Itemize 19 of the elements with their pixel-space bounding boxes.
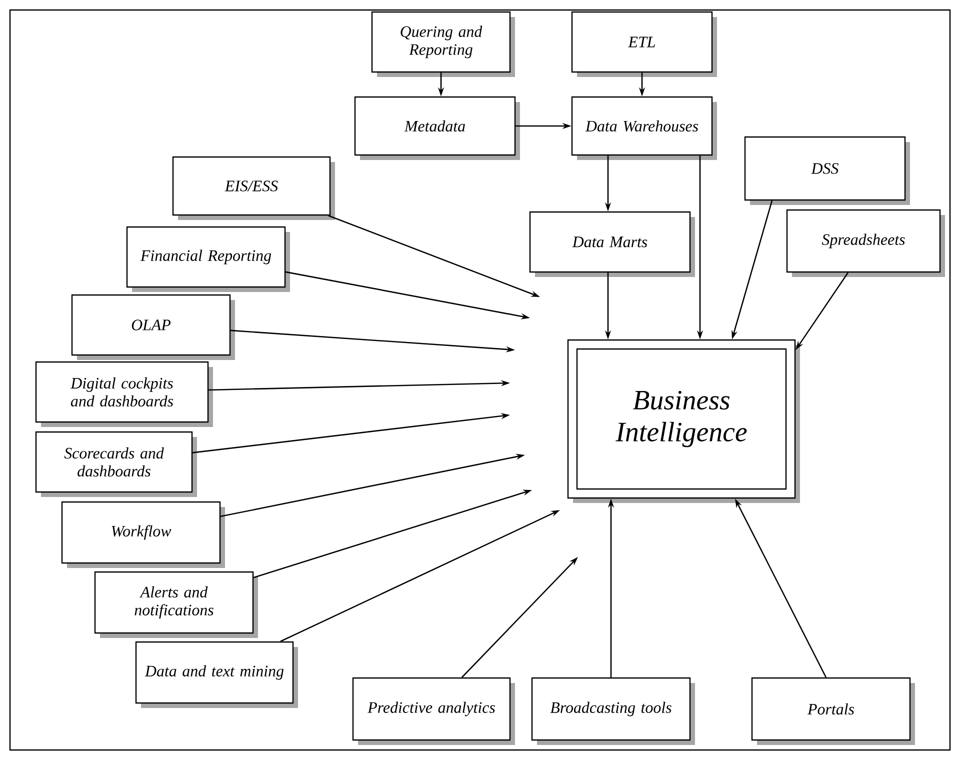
box: EIS/ESS <box>172 156 335 220</box>
box: OLAP <box>71 294 235 360</box>
box: Spreadsheets <box>786 209 945 277</box>
box: Data Warehouses <box>571 96 717 160</box>
box: Metadata <box>354 96 520 160</box>
box: DSS <box>744 136 910 205</box>
box: Financial Reporting <box>126 226 290 292</box>
box: Data and text mining <box>135 641 298 708</box>
box: Portals <box>751 677 915 745</box>
box: ETL <box>571 11 717 77</box>
box: Broadcasting tools <box>531 677 695 745</box>
box: Scorecards and dashboards <box>35 431 197 497</box>
box: Workflow <box>61 501 225 568</box>
box: Predictive analytics <box>352 677 515 745</box>
box: Data Marts <box>529 211 695 277</box>
box: Quering and Reporting <box>371 11 515 77</box>
box: Digital cockpits and dashboards <box>35 361 213 427</box>
central-box: Business Intelligence <box>567 339 800 503</box>
box: Alerts and notifications <box>94 571 258 638</box>
